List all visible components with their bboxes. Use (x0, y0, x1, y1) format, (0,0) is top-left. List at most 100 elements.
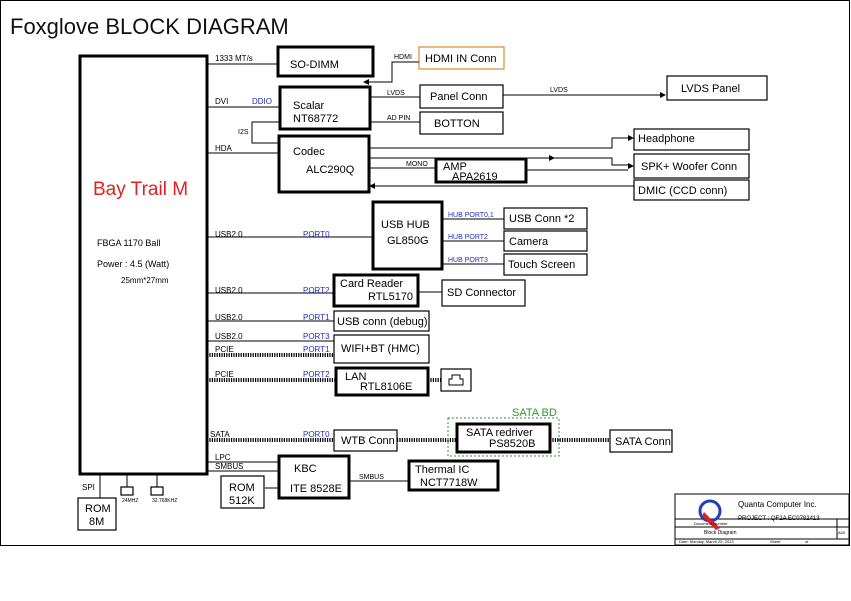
scalar-name: Scalar (293, 100, 325, 112)
lan-part: RTL8106E (360, 381, 412, 393)
sig-port2-b: PORT2 (303, 286, 330, 295)
usb-hub-name: USB HUB (381, 219, 430, 231)
quanta-logo-mark-icon (702, 512, 720, 530)
kbc-part: ITE 8528E (290, 483, 342, 495)
rj45-jack (440, 368, 472, 392)
crystal-24mhz-label: 24MHZ (122, 498, 138, 504)
kbc-name: KBC (294, 463, 317, 475)
sodimm-label: SO-DIMM (290, 59, 339, 71)
camera-block (503, 230, 588, 252)
sig-port2-f: PORT2 (303, 370, 330, 379)
lan-block (334, 366, 430, 397)
wire-i2s (251, 121, 280, 144)
sig-pcie-b: PCIE (215, 370, 234, 379)
sig-port0-g: PORT0 (303, 430, 330, 439)
panel-conn-label: Panel Conn (430, 91, 488, 103)
amp-name: AMP (443, 161, 467, 173)
sig-hub-port3: HUB PORT3 (448, 257, 488, 264)
arrow-hdmi (363, 79, 369, 85)
dmic-block (633, 179, 750, 201)
sig-port3-d: PORT3 (303, 332, 330, 341)
doc-title: Block Diagram (704, 530, 737, 536)
codec-part: ALC290Q (306, 164, 355, 176)
sd-connector-label: SD Connector (447, 287, 516, 299)
rom-8m-size: 8M (89, 516, 104, 528)
sata-redriver-part: PS8520B (489, 438, 535, 450)
sig-usb20-a: USB2.0 (215, 230, 243, 239)
botton-label: BOTTON (434, 118, 480, 130)
sata-redriver-name: SATA redriver (466, 427, 533, 439)
codec-block (277, 134, 371, 194)
doc-number-label: Document Number (694, 521, 728, 526)
sig-mts: 1333 MT/s (215, 54, 253, 63)
arrow-lvds (660, 92, 666, 98)
usb-hub-block (371, 200, 444, 271)
sig-usb20-c: USB2.0 (215, 313, 243, 322)
dmic-label: DMIC (CCD conn) (638, 185, 727, 197)
sig-hdmi: HDMI (394, 54, 412, 61)
arrow-dmic (369, 183, 375, 189)
revision: A00 (838, 530, 846, 535)
hdmi-in-conn-block (418, 46, 505, 70)
touch-screen-label: Touch Screen (508, 259, 575, 271)
panel-conn-block (419, 84, 504, 109)
sig-ad-pin: AD PIN (387, 115, 410, 122)
sig-lvds1: LVDS (387, 90, 405, 97)
sig-hub-port01: HUB PORT0,1 (448, 212, 494, 219)
headphone-label: Headphone (638, 133, 695, 145)
lvds-panel-label: LVDS Panel (681, 83, 740, 95)
lan-name: LAN (345, 371, 366, 383)
sig-smbus2: SMBUS (359, 474, 384, 481)
rom-512k-size: 512K (229, 495, 255, 507)
doc-date: Date: Monday, March 25, 2013 (679, 539, 734, 544)
sata-bd-label: SATA BD (512, 407, 557, 419)
project-code: PROJECT : QF2A EC0782413 (738, 516, 820, 522)
sig-hub-port2: HUB PORT2 (448, 234, 488, 241)
thermal-ic-block (407, 459, 500, 492)
sig-dvi: DVI (215, 97, 228, 106)
spk-woofer-conn-label: SPK+ Woofer Conn (641, 161, 737, 173)
cpu-power: Power : 4.5 (Watt) (97, 259, 169, 269)
wtb-conn-label: WTB Conn (341, 435, 395, 447)
botton-block (419, 111, 504, 135)
arrow-headphone (628, 135, 634, 141)
sd-connector-block (441, 279, 526, 307)
scalar-part: NT68772 (293, 113, 338, 125)
kbc-block (277, 454, 351, 500)
rom-512k-name: ROM (229, 482, 255, 494)
sata-conn-block (609, 429, 673, 453)
rom-8m-block (77, 497, 117, 531)
sig-lpc: LPC (215, 453, 231, 462)
touch-screen-block (503, 253, 588, 276)
company-name: Quanta Computer Inc. (738, 500, 817, 509)
sodimm-block (276, 45, 375, 78)
headphone-block (633, 128, 750, 151)
sata-conn-label: SATA Conn (615, 436, 671, 448)
sig-port0-a: PORT0 (303, 230, 330, 239)
sig-port1-c: PORT1 (303, 313, 330, 322)
wire-hdmi (368, 61, 419, 83)
usb-hub-part: GL850G (387, 235, 429, 247)
amp-part: APA2619 (452, 171, 498, 183)
hdmi-in-conn-label: HDMI IN Conn (425, 53, 497, 65)
diagram-title: Foxglove BLOCK DIAGRAM (10, 14, 289, 39)
usb-conn2-block (503, 207, 588, 230)
diagram-frame (0, 0, 850, 546)
card-reader-name: Card Reader (340, 278, 403, 290)
thermal-ic-name: Thermal IC (415, 464, 469, 476)
crystal-32khz (150, 486, 164, 496)
wire-headphone (369, 137, 628, 149)
codec-name: Codec (293, 146, 325, 158)
sig-hda: HDA (215, 144, 233, 153)
crystal-24mhz (120, 486, 134, 496)
sig-usb20-b: USB2.0 (215, 286, 243, 295)
wifi-bt-label: WIFI+BT (HMC) (341, 343, 420, 355)
card-reader-part: RTL5170 (368, 291, 413, 303)
thermal-ic-part: NCT7718W (420, 477, 478, 489)
sata-bd-frame (447, 417, 560, 457)
sig-ddio: DDIO (252, 97, 272, 106)
sig-mono: MONO (406, 161, 428, 168)
cpu-size: 25mm*27mm (121, 276, 169, 285)
